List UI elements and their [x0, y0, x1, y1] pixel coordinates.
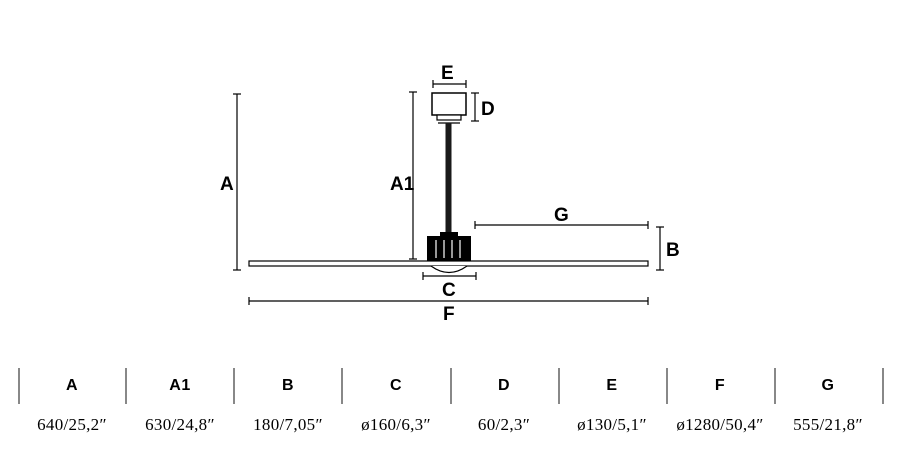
column-separator: [882, 368, 884, 404]
label-g: G: [554, 205, 569, 226]
label-d: D: [481, 99, 495, 120]
spec-value: 60/2,3″: [477, 415, 531, 434]
spec-column-d: D 60/2,3″: [450, 368, 558, 434]
column-separator: [666, 368, 668, 404]
column-separator: [558, 368, 560, 404]
label-f: F: [443, 304, 455, 325]
dimension-line-a: [233, 93, 241, 271]
column-separator: [125, 368, 127, 404]
column-separator: [233, 368, 235, 404]
dimension-line-e: [432, 80, 467, 88]
label-b: B: [666, 240, 680, 261]
spec-header: E: [606, 377, 618, 394]
spec-column-a1: A1 630/24,8″: [126, 368, 234, 434]
spec-value: ø160/6,3″: [361, 415, 431, 434]
spec-value: 640/25,2″: [37, 415, 107, 434]
label-e: E: [441, 63, 454, 84]
column-separator: [774, 368, 776, 404]
label-a: A: [220, 174, 234, 195]
spec-header: G: [821, 377, 835, 394]
column-separator: [450, 368, 452, 404]
dimension-line-g: [474, 221, 649, 229]
spec-header: A: [65, 377, 79, 394]
dimension-spec-table: A 640/25,2″ A1 630/24,8″ B 180/7,05″ C ø…: [18, 368, 884, 434]
fan-blades: [248, 260, 649, 267]
fan-bottom-cap: [430, 265, 468, 274]
spec-column-c: C ø160/6,3″: [342, 368, 450, 434]
spec-value: 180/7,05″: [253, 415, 323, 434]
column-separator: [18, 368, 20, 404]
label-c: C: [442, 280, 456, 301]
spec-column-a: A 640/25,2″: [18, 368, 126, 434]
dimension-line-a1: [409, 91, 417, 260]
spec-column-e: E ø130/5,1″: [558, 368, 666, 434]
fan-motor-housing: [427, 232, 471, 261]
spec-value: 555/21,8″: [793, 415, 863, 434]
label-a1: A1: [390, 174, 415, 195]
column-separator: [341, 368, 343, 404]
spec-header: A1: [169, 377, 191, 394]
spec-column-b: B 180/7,05″: [234, 368, 342, 434]
dimension-line-f: [248, 297, 649, 305]
dimension-line-d: [471, 92, 479, 122]
fan-downrod: [445, 123, 452, 233]
spec-header: B: [281, 377, 295, 394]
spec-value: ø130/5,1″: [577, 415, 647, 434]
spec-column-f: F ø1280/50,4″: [666, 368, 774, 434]
dimension-line-c: [422, 272, 477, 280]
spec-header: C: [389, 377, 403, 394]
dimension-line-b: [656, 226, 664, 271]
fan-drawing: [248, 92, 649, 274]
spec-header: D: [497, 377, 511, 394]
spec-value: 630/24,8″: [145, 415, 215, 434]
spec-header: F: [714, 377, 726, 394]
spec-value: ø1280/50,4″: [676, 415, 764, 434]
spec-column-g: G 555/21,8″: [774, 368, 882, 434]
fan-canopy: [431, 92, 467, 116]
